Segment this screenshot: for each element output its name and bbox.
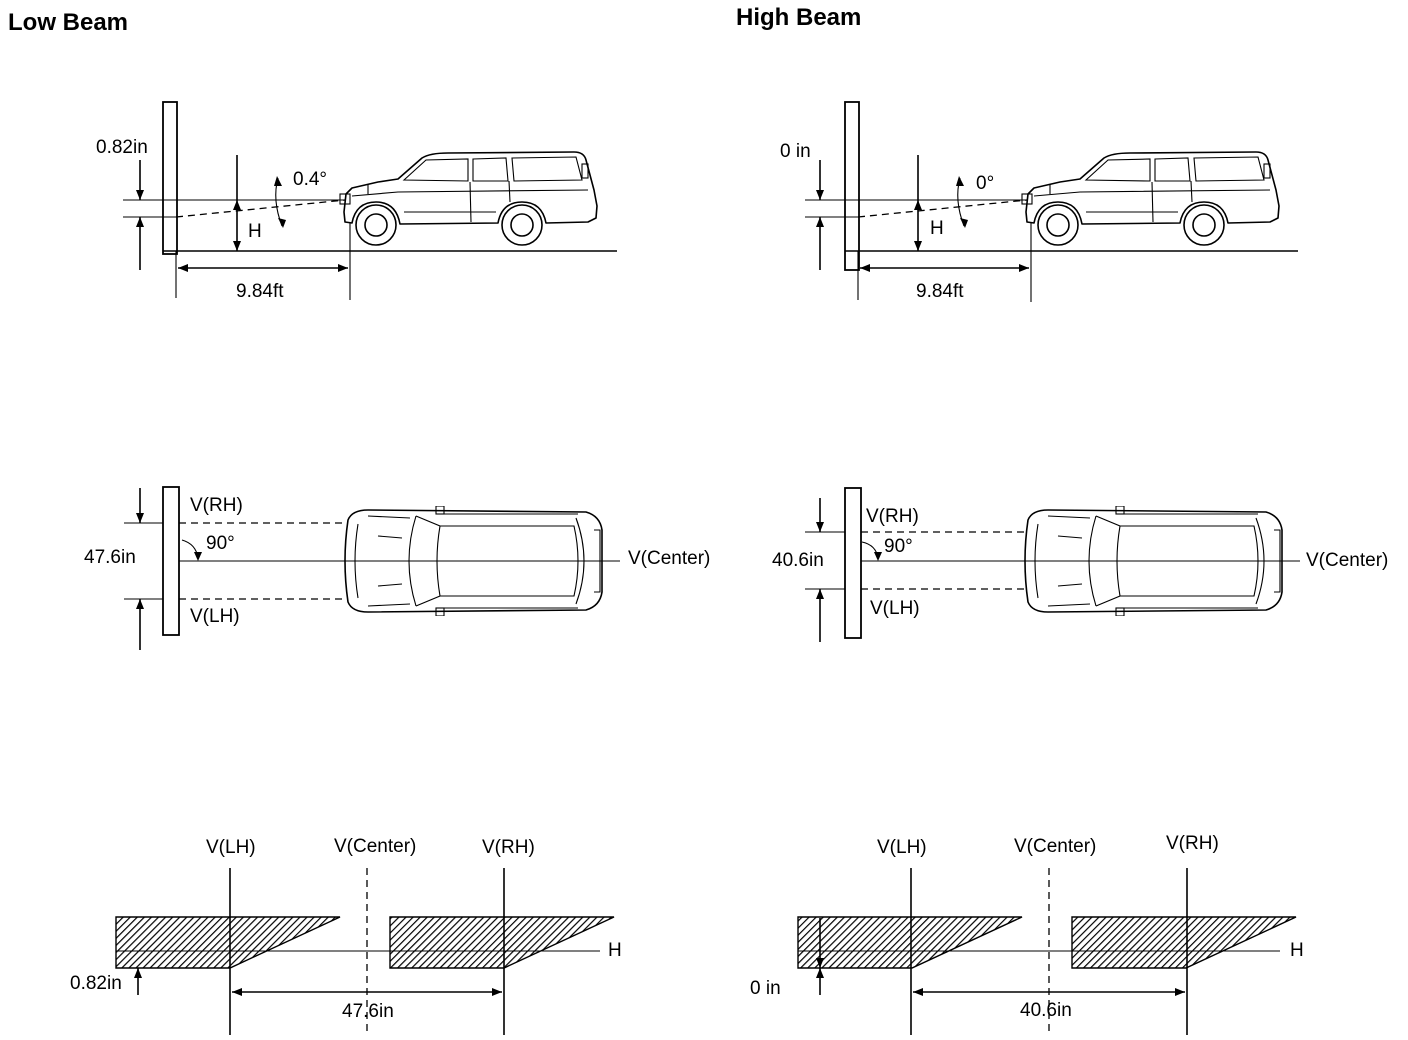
low-top-lh: V(LH): [190, 606, 240, 627]
high-h-label: H: [930, 218, 944, 239]
high-top-spacing: 40.6in: [772, 550, 824, 571]
beam-cutoff-left: [797, 916, 1023, 969]
low-pattern-rh: V(RH): [482, 837, 535, 858]
low-pattern-offset: 0.82in: [70, 973, 122, 994]
low-beam-title: Low Beam: [8, 9, 128, 36]
high-top-rh: V(RH): [866, 506, 919, 527]
low-top-center: V(Center): [628, 548, 710, 569]
high-pattern-offset: 0 in: [750, 978, 781, 999]
high-pattern-center: V(Center): [1014, 836, 1096, 857]
low-top-rh: V(RH): [190, 495, 243, 516]
high-pattern-rh: V(RH): [1166, 833, 1219, 854]
beam-cutoff-right: [1071, 916, 1297, 969]
beam-cutoff-left: [115, 916, 341, 969]
high-offset-label: 0 in: [780, 141, 811, 162]
high-beam-pattern: V(LH) V(Center) V(RH) H 0 in 40.6in: [750, 833, 1304, 1035]
low-pattern-h: H: [608, 940, 622, 961]
low-top-spacing: 47.6in: [84, 547, 136, 568]
vehicle-side: [339, 151, 598, 246]
high-beam-side-view: 0 in H 0° 9.84ft: [780, 101, 1298, 302]
low-pattern-center: V(Center): [334, 836, 416, 857]
aiming-screen: [162, 486, 180, 636]
high-top-angle: 90°: [884, 536, 913, 557]
high-pattern-h: H: [1290, 940, 1304, 961]
low-beam-top-view: 47.6in V(RH) V(LH) 90° V(Center): [84, 486, 710, 650]
high-angle-label: 0°: [976, 173, 994, 194]
low-distance-label: 9.84ft: [236, 281, 284, 302]
aiming-screen: [162, 101, 178, 255]
low-angle-label: 0.4°: [293, 169, 327, 190]
high-beam-top-view: 40.6in V(RH) V(LH) 90° V(Center): [772, 487, 1388, 642]
high-top-lh: V(LH): [870, 598, 920, 619]
low-h-label: H: [248, 221, 262, 242]
beam-cutoff-right: [389, 916, 615, 969]
low-pattern-spacing: 47.6in: [342, 1001, 394, 1022]
low-offset-label: 0.82in: [96, 137, 148, 158]
high-pattern-lh: V(LH): [877, 837, 927, 858]
aiming-screen: [844, 101, 860, 271]
low-pattern-lh: V(LH): [206, 837, 256, 858]
low-beam-side-view: 0.82in H 0.4° 9.84ft: [96, 101, 617, 302]
low-top-angle: 90°: [206, 533, 235, 554]
vehicle-side: [1021, 151, 1280, 246]
high-pattern-spacing: 40.6in: [1020, 1000, 1072, 1021]
high-distance-label: 9.84ft: [916, 281, 964, 302]
aiming-screen: [844, 487, 862, 639]
high-beam-title: High Beam: [736, 4, 861, 31]
high-top-center: V(Center): [1306, 550, 1388, 571]
low-beam-pattern: V(LH) V(Center) V(RH) H 0.82in 47.6in: [70, 836, 622, 1035]
